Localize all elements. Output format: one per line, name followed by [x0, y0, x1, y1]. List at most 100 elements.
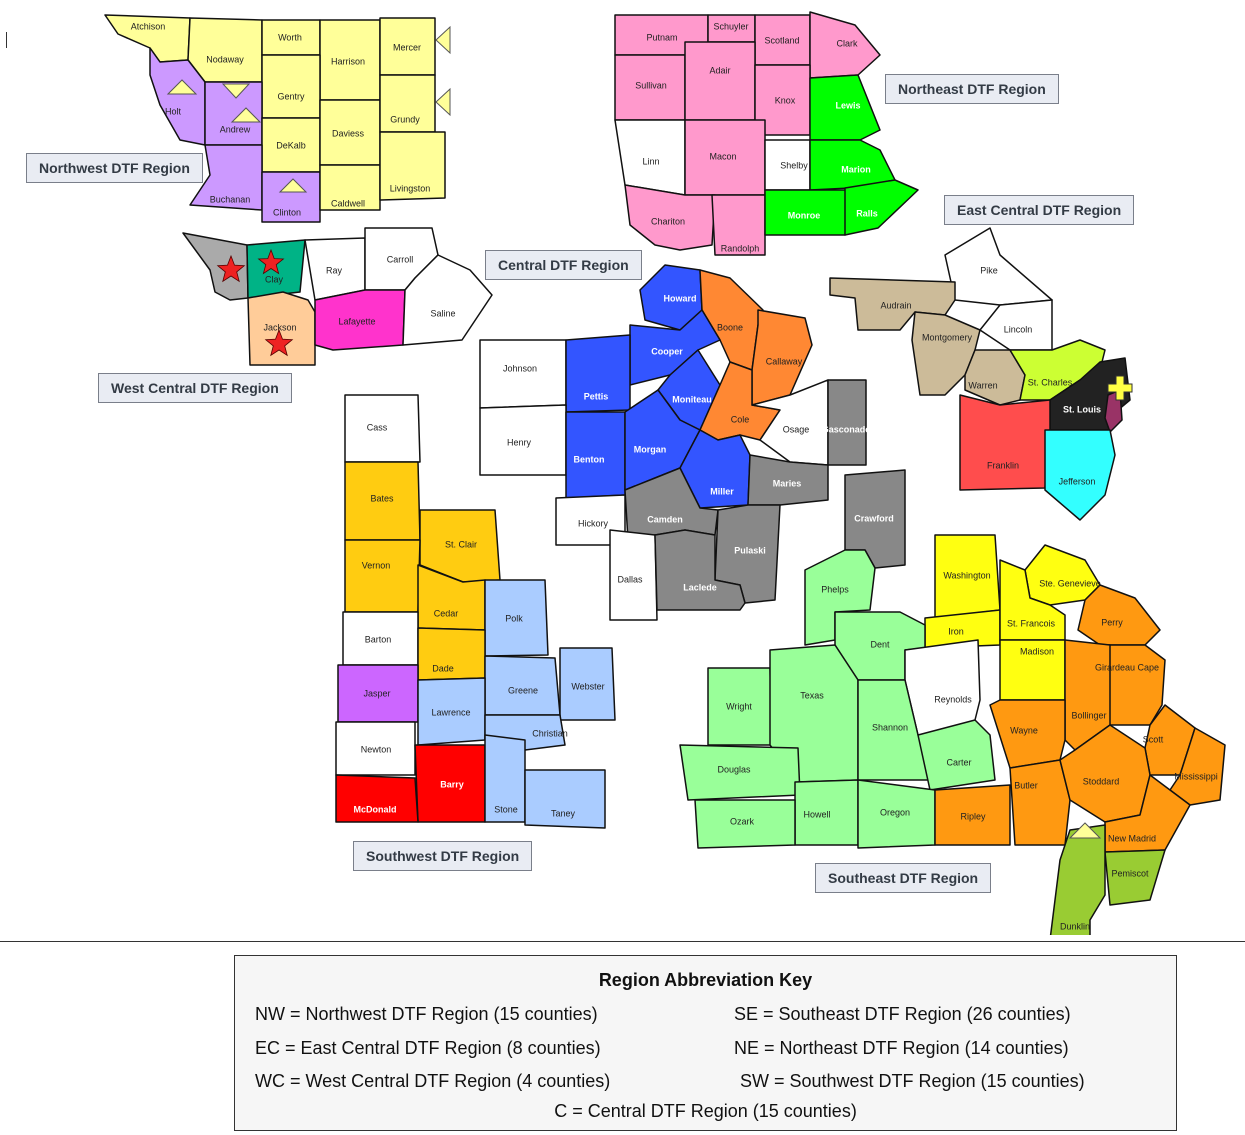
county-cooper — [629, 309, 721, 386]
county-caldwell — [319, 164, 381, 211]
county-label-ralls: Ralls — [856, 208, 878, 218]
county-ralls — [844, 179, 919, 236]
region-label-northwest: Northwest DTF Region — [26, 153, 203, 183]
county-label-monroe: Monroe — [788, 210, 821, 220]
key-item-wc: WC = West Central DTF Region (4 counties… — [255, 1071, 611, 1091]
county-lewis — [809, 74, 881, 141]
county-label-chariton: Chariton — [651, 216, 685, 226]
county-label-moniteau: Moniteau — [672, 394, 712, 404]
county-audrain — [829, 277, 956, 331]
county-label-madison: Madison — [1020, 646, 1054, 656]
county-carter — [917, 719, 996, 791]
county-label-dent: Dent — [870, 639, 890, 649]
county-label-mississippi: Mississippi — [1174, 771, 1218, 781]
county-label-boone: Boone — [717, 322, 743, 332]
county-label-texas: Texas — [800, 690, 824, 700]
county-label-bates: Bates — [370, 493, 394, 503]
county-label-ozark: Ozark — [730, 816, 755, 826]
county-label-pike: Pike — [980, 265, 998, 275]
region-label-southeast: Southeast DTF Region — [815, 863, 992, 893]
county-label-gasconade: Gasconade — [822, 424, 871, 434]
county-label-warren: Warren — [968, 380, 997, 390]
region-label-west-central: West Central DTF Region — [98, 373, 292, 403]
county-pemiscot — [1104, 849, 1166, 906]
county-label-knox: Knox — [775, 95, 796, 105]
county-label-clinton: Clinton — [273, 207, 301, 217]
region-label-central: Central DTF Region — [485, 250, 642, 280]
county-chariton — [624, 184, 716, 251]
county-label-pemiscot: Pemiscot — [1111, 868, 1149, 878]
county-label-ray: Ray — [326, 265, 343, 275]
triangle-icon-andrew — [230, 107, 262, 123]
county-label-greene: Greene — [508, 685, 538, 695]
county-label-douglas: Douglas — [717, 764, 751, 774]
county-label-scotland: Scotland — [764, 35, 799, 45]
county-label-cole: Cole — [731, 414, 750, 424]
county-label-dallas: Dallas — [617, 574, 643, 584]
county-label-dade: Dade — [432, 663, 454, 673]
county-label-marion: Marion — [841, 164, 871, 174]
county-label-reynolds: Reynolds — [934, 694, 972, 704]
county-label-miller: Miller — [710, 486, 734, 496]
county-label-nodaway: Nodaway — [206, 54, 244, 64]
county-label-livingston: Livingston — [390, 183, 431, 193]
county-label-adair: Adair — [709, 65, 730, 75]
county-saline — [402, 254, 493, 346]
county-butler — [1009, 759, 1071, 846]
county-reynolds — [904, 639, 981, 736]
county-miller — [679, 429, 751, 509]
county-label-new-madrid: New Madrid — [1108, 833, 1156, 843]
star-icon-platte — [216, 254, 246, 283]
county-label-schuyler: Schuyler — [713, 21, 748, 31]
county-label-vernon: Vernon — [362, 560, 391, 570]
county-label-harrison: Harrison — [331, 56, 365, 66]
county-label-mercer: Mercer — [393, 42, 421, 52]
county-label-layer: AtchisonNodawayWorthHarrisonMercerGentry… — [131, 21, 1218, 931]
county-label-scott: Scott — [1143, 734, 1164, 744]
county-label-clay: Clay — [265, 274, 284, 284]
key-item-se: SE = Southeast DTF Region (26 counties) — [734, 1004, 1071, 1024]
county-adair — [684, 41, 756, 121]
county-taney — [524, 769, 606, 829]
county-webster — [559, 647, 616, 721]
section-divider — [0, 941, 1245, 942]
county-label-ripley: Ripley — [960, 811, 986, 821]
county-buchanan — [189, 144, 263, 211]
county-label-howell: Howell — [803, 809, 830, 819]
triangle-icon-holt — [166, 79, 198, 95]
county-label-taney: Taney — [551, 808, 576, 818]
county-label-jackson: Jackson — [263, 322, 296, 332]
county-mcdonald — [335, 774, 419, 823]
county-label-wayne: Wayne — [1010, 725, 1038, 735]
county-label-newton: Newton — [361, 744, 392, 754]
county-label-andrew: Andrew — [220, 124, 251, 134]
county-livingston — [379, 131, 446, 201]
county-label-callaway: Callaway — [766, 356, 803, 366]
region-label-east-central: East Central DTF Region — [944, 195, 1135, 225]
county-label-mcdonald: McDonald — [353, 804, 396, 814]
county-label-barry: Barry — [440, 779, 464, 789]
county-label-wright: Wright — [726, 701, 752, 711]
county-label-dunklin: Dunklin — [1060, 921, 1090, 931]
county-gentry — [261, 54, 321, 119]
county-label-butler: Butler — [1014, 780, 1038, 790]
county-label-dekalb: DeKalb — [276, 140, 306, 150]
county-ripley — [934, 784, 1011, 846]
county-label-laclede: Laclede — [683, 582, 717, 592]
county-label-buchanan: Buchanan — [210, 194, 251, 204]
county-label-polk: Polk — [505, 613, 523, 623]
county-label-bollinger: Bollinger — [1071, 710, 1106, 720]
county-label-cedar: Cedar — [434, 608, 459, 618]
key-title: Region Abbreviation Key — [598, 970, 813, 990]
county-label-st-clair: St. Clair — [445, 539, 477, 549]
county-label-benton: Benton — [574, 454, 605, 464]
county-label-shelby: Shelby — [780, 160, 808, 170]
county-label-montgomery: Montgomery — [922, 332, 973, 342]
county-label-camden: Camden — [647, 514, 683, 524]
county-dallas — [609, 529, 658, 621]
county-label-randolph: Randolph — [721, 243, 760, 253]
county-label-carter: Carter — [946, 757, 971, 767]
county-label-lewis: Lewis — [835, 100, 860, 110]
county-label-morgan: Morgan — [634, 444, 667, 454]
county-label-lincoln: Lincoln — [1004, 324, 1033, 334]
